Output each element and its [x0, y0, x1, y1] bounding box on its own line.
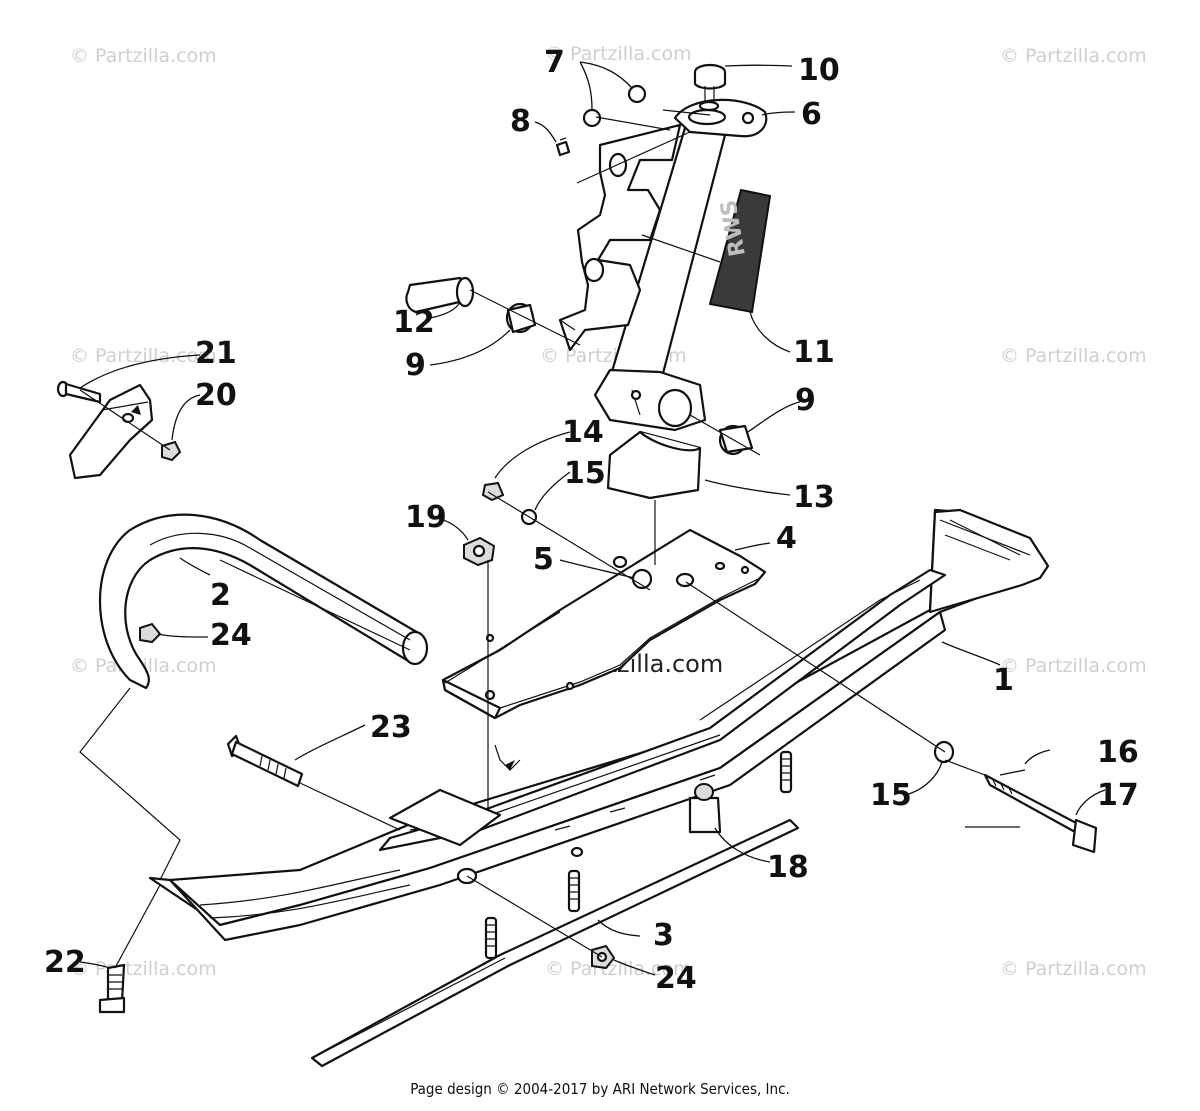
callout-4: 4: [776, 521, 797, 556]
ski-part-1: [148, 508, 1050, 942]
spindle-part-6: [558, 98, 768, 432]
watermark: © Partzilla.com: [70, 345, 217, 367]
callout-6: 6: [801, 97, 822, 132]
callout-9a: 9: [405, 348, 426, 383]
callout-24b: 24: [655, 961, 697, 996]
callout-24a: 24: [210, 618, 252, 653]
callout-22: 22: [44, 945, 86, 980]
ski-loop-part-2: [98, 513, 429, 690]
callout-11: 11: [793, 335, 835, 370]
leader-lines: [79, 61, 1106, 976]
watermark: © Partzilla.com: [1000, 958, 1147, 980]
callout-14: 14: [562, 415, 604, 450]
page-footer: Page design © 2004-2017 by ARI Network S…: [410, 1080, 790, 1098]
callout-15a: 15: [564, 456, 606, 491]
callout-23: 23: [370, 710, 412, 745]
callout-20: 20: [195, 378, 237, 413]
callout-8: 8: [510, 104, 531, 139]
callout-1: 1: [993, 663, 1014, 698]
callout-17: 17: [1097, 778, 1139, 813]
small-parts: [56, 84, 1098, 1014]
rws-decal-part-11: RWS: [708, 188, 772, 314]
watermark: © Partzilla.com: [70, 45, 217, 67]
watermark: © Partzilla.com: [1000, 655, 1147, 677]
callout-2: 2: [210, 578, 231, 613]
watermark: © Partzilla.com: [70, 958, 217, 980]
callout-19: 19: [405, 500, 447, 535]
watermark: © Partzilla.com: [545, 43, 692, 65]
callout-16: 16: [1097, 735, 1139, 770]
ski-saddle-part-4: [441, 528, 767, 720]
assembly-lines: [79, 109, 1020, 969]
callout-18: 18: [767, 850, 809, 885]
callout-9b: 9: [795, 383, 816, 418]
callout-13: 13: [793, 480, 835, 515]
wear-bar-part-3: [310, 750, 800, 1068]
callouts: 1 2 3 4 5 6 7 8 9 9 10 11 12 13 14 15 15…: [44, 45, 1139, 996]
callout-21: 21: [195, 336, 237, 371]
callout-5: 5: [533, 542, 554, 577]
callout-15b: 15: [870, 778, 912, 813]
callout-7: 7: [544, 45, 565, 80]
hitch-bracket: [68, 383, 154, 480]
watermark: © Partzilla.com: [1000, 345, 1147, 367]
callout-3: 3: [653, 918, 674, 953]
callout-12: 12: [393, 305, 435, 340]
cap-part-10: [693, 63, 727, 112]
callout-10: 10: [798, 53, 840, 88]
watermark: © Partzilla.com: [1000, 45, 1147, 67]
